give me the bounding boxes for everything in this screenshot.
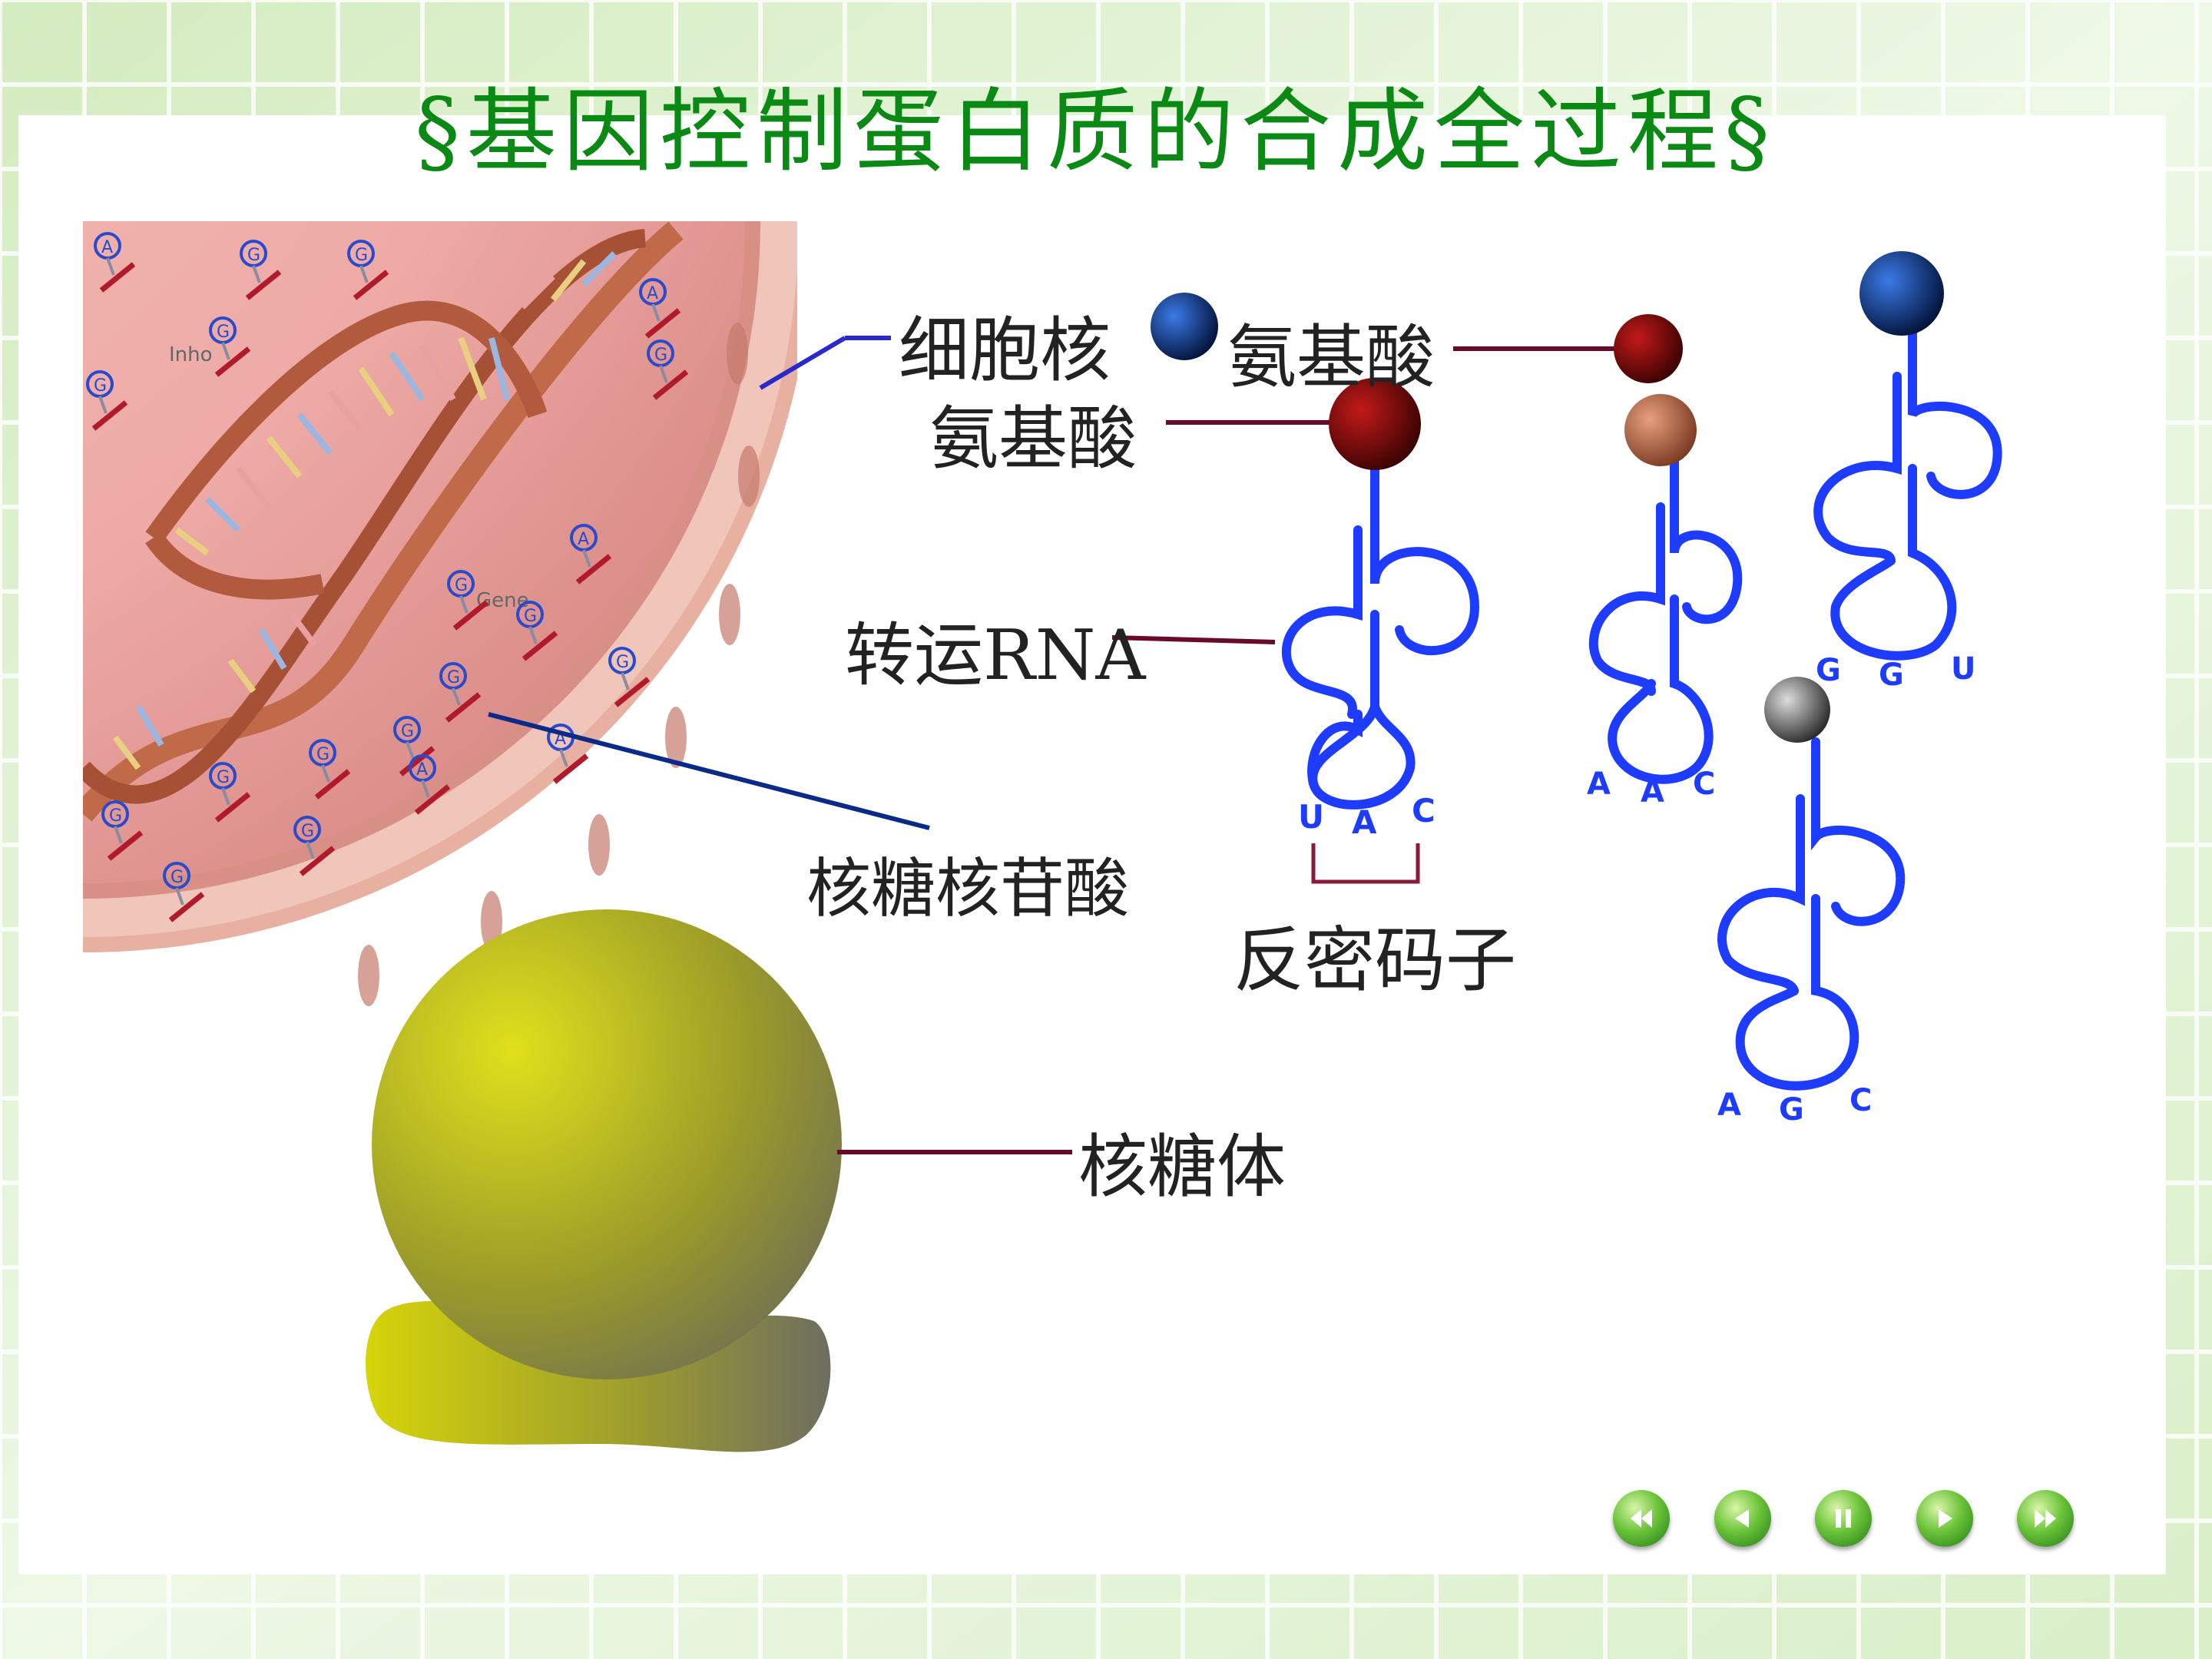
ribonucleotide-base: A (647, 284, 658, 303)
trna-molecule (1588, 456, 1743, 784)
ribonucleotide-base: G (447, 668, 460, 687)
anticodon-base: G (1879, 657, 1904, 693)
previous-slide-button[interactable] (1714, 1490, 1771, 1547)
anticodon-base: A (1717, 1088, 1741, 1123)
first-slide-button[interactable] (1613, 1490, 1670, 1547)
ribonucleotide-base: G (94, 376, 107, 396)
label-amino-acid: 氨基酸 (1227, 317, 1435, 398)
ribonucleotide-icon: G (86, 370, 128, 431)
ribonucleotide-icon: G (347, 240, 389, 300)
label-nucleus: 细胞核 (899, 310, 1111, 392)
label-transfer-rna: 转运RNA (845, 615, 1146, 696)
anticodon-base: A (1587, 767, 1611, 802)
ribonucleotide-icon: G (608, 647, 651, 707)
ribonucleotide-icon: G (309, 739, 351, 800)
trna-molecule (1813, 324, 2002, 661)
slide-navigation (1613, 1490, 2074, 1551)
amino-acid-icon (1624, 394, 1697, 466)
anticodon-base: C (1849, 1083, 1872, 1118)
anticodon-base: C (1412, 792, 1435, 830)
ribonucleotide-base: G (654, 346, 667, 365)
ribonucleotide-base: G (109, 806, 122, 826)
amino-acid-icon (1764, 677, 1830, 743)
ribonucleotide-base: G (616, 653, 629, 672)
ribonucleotide-base: A (101, 238, 113, 257)
trna-molecule (1717, 737, 1906, 1091)
ribonucleotide-base: G (355, 246, 368, 265)
ribonucleotide-base: G (401, 722, 414, 741)
ribonucleotide-icon: G (209, 762, 251, 823)
nucleus-tag: Inho (169, 343, 213, 366)
anticodon-base: C (1693, 767, 1715, 802)
ribonucleotide-base: G (247, 246, 260, 265)
amino-acid-icon (1859, 251, 1944, 336)
slide-title: §基因控制蛋白质的合成全过程§ (415, 78, 1777, 184)
anticodon-base: A (1352, 803, 1377, 841)
next-icon (1938, 1509, 1952, 1528)
label-amino-acid: 氨基酸 (929, 399, 1137, 479)
label-ribosome: 核糖体 (1078, 1127, 1286, 1207)
ribonucleotide-icon: A (94, 232, 136, 293)
ribonucleotide-icon: G (447, 570, 489, 631)
anticodon-base: G (1779, 1092, 1804, 1128)
ribonucleotide-base: G (524, 607, 537, 626)
anticodon-base: U (1951, 651, 1975, 687)
ribonucleotide-icon: G (439, 662, 482, 723)
anticodon-base: G (1816, 653, 1841, 688)
label-anticodon: 反密码子 (1233, 919, 1517, 1002)
ribonucleotide-icon: A (570, 524, 612, 584)
ribonucleotide-icon: G (209, 316, 251, 377)
pause-button[interactable] (1815, 1490, 1872, 1547)
ribonucleotide-base: G (455, 576, 468, 595)
ribonucleotide-icon: G (293, 816, 336, 876)
ribonucleotide-icon: G (101, 800, 144, 861)
ribonucleotide-base: G (316, 745, 329, 764)
ribonucleotide-icon: G (516, 601, 558, 661)
ribonucleotide-base: G (217, 323, 230, 342)
amino-acid-icon (1151, 293, 1218, 360)
pause-icon (1836, 1509, 1851, 1528)
ribonucleotide-icon: G (393, 716, 435, 777)
ribonucleotide-icon: G (647, 339, 689, 400)
trna-molecule (1282, 455, 1480, 810)
ribosome-illustration (366, 909, 842, 1452)
amino-acid-icon (1614, 314, 1683, 383)
ribonucleotide-base: G (301, 822, 314, 841)
ribonucleotide-base: A (416, 760, 428, 780)
label-ribonucleotide: 核糖核苷酸 (806, 851, 1130, 926)
ribonucleotide-base: G (171, 868, 184, 887)
amino-acid-icon (1329, 378, 1421, 470)
last-slide-button[interactable] (2017, 1490, 2074, 1547)
ribonucleotide-base: A (578, 530, 589, 549)
prev-icon (1734, 1509, 1749, 1528)
next-slide-button[interactable] (1916, 1490, 1973, 1547)
anticodon-base: A (1641, 774, 1664, 810)
ribonucleotide-icon: G (240, 240, 282, 300)
nucleus-tag: Gene (476, 589, 529, 612)
ribonucleotide-icon: G (163, 862, 205, 922)
ribonucleotide-icon: A (639, 278, 681, 339)
last-icon (2035, 1509, 2056, 1528)
ribonucleotide-base: G (217, 768, 230, 787)
first-icon (1631, 1509, 1652, 1528)
anticodon-base: U (1298, 798, 1324, 836)
ribonucleotide-icon: A (409, 754, 451, 815)
